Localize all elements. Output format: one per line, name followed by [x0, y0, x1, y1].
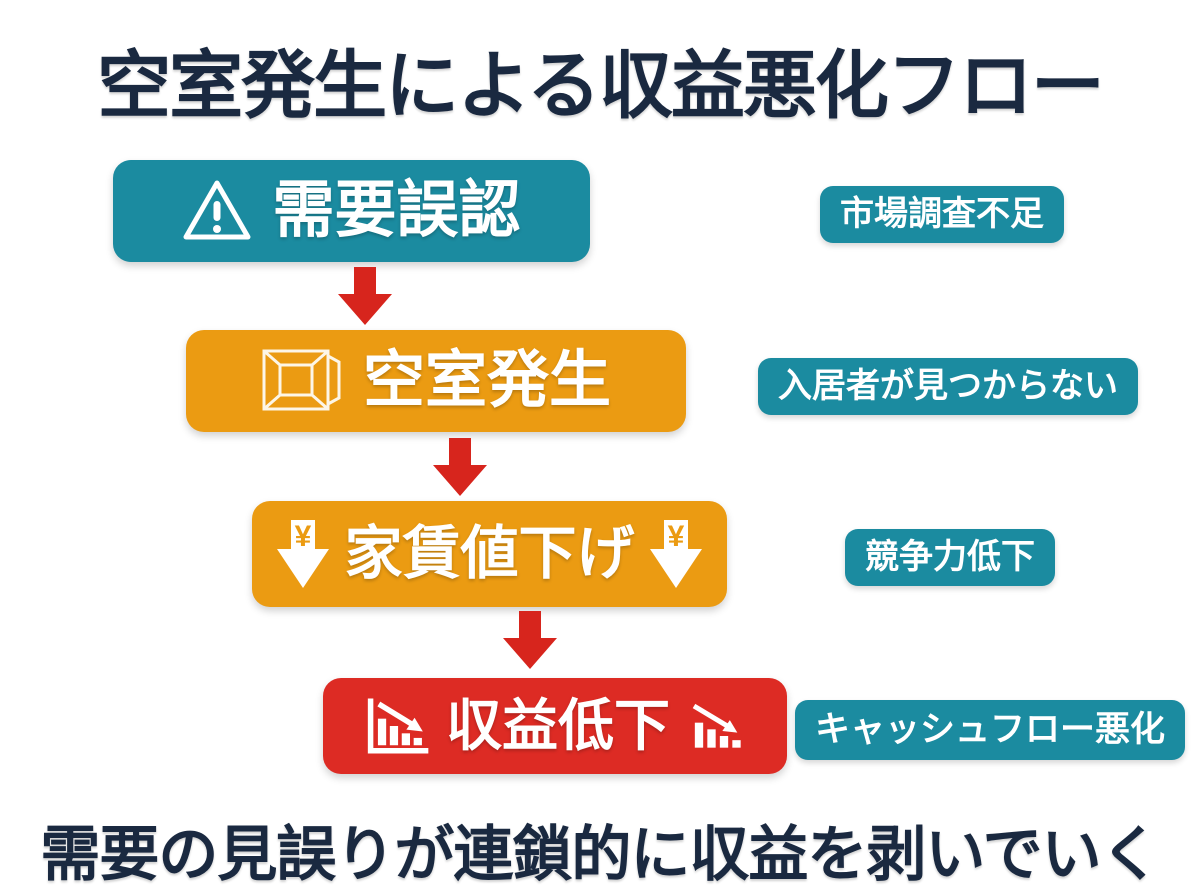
warning-triangle-icon — [182, 179, 252, 243]
svg-text:¥: ¥ — [667, 520, 684, 553]
yen-down-arrow-icon: ¥ — [649, 519, 703, 589]
step-label-rent-cut: 家賃値下げ — [344, 521, 635, 586]
down-arrow-icon — [337, 267, 393, 325]
footer-message: 需要の見誤りが連鎖的に収益を剥いでいく — [40, 821, 1160, 888]
side-note-market-research: 市場調査不足 — [820, 186, 1064, 244]
step-label-profit-decline: 収益低下 — [446, 694, 670, 757]
down-arrow-icon — [432, 438, 488, 496]
step-label-demand-misjudgment: 需要誤認 — [272, 176, 521, 245]
empty-room-icon — [261, 348, 343, 414]
declining-chart-icon — [366, 696, 432, 756]
flow-step-rent-cut: ¥ 家賃値下げ ¥ — [252, 501, 727, 607]
flow-step-profit-decline: 収益低下 — [323, 678, 787, 774]
side-note-competitiveness: 競争力低下 — [845, 529, 1055, 587]
step-label-vacancy: 空室発生 — [362, 346, 611, 415]
svg-text:¥: ¥ — [295, 520, 312, 553]
flow-step-demand-misjudgment: 需要誤認 — [113, 160, 590, 262]
flow-step-vacancy: 空室発生 — [186, 330, 686, 432]
declining-chart-icon — [684, 698, 744, 754]
yen-down-arrow-icon: ¥ — [276, 519, 330, 589]
down-arrow-icon — [502, 611, 558, 669]
page-title: 空室発生による収益悪化フロー — [97, 44, 1105, 127]
side-note-no-tenants: 入居者が見つからない — [758, 358, 1138, 416]
side-note-cashflow: キャッシュフロー悪化 — [795, 700, 1186, 761]
